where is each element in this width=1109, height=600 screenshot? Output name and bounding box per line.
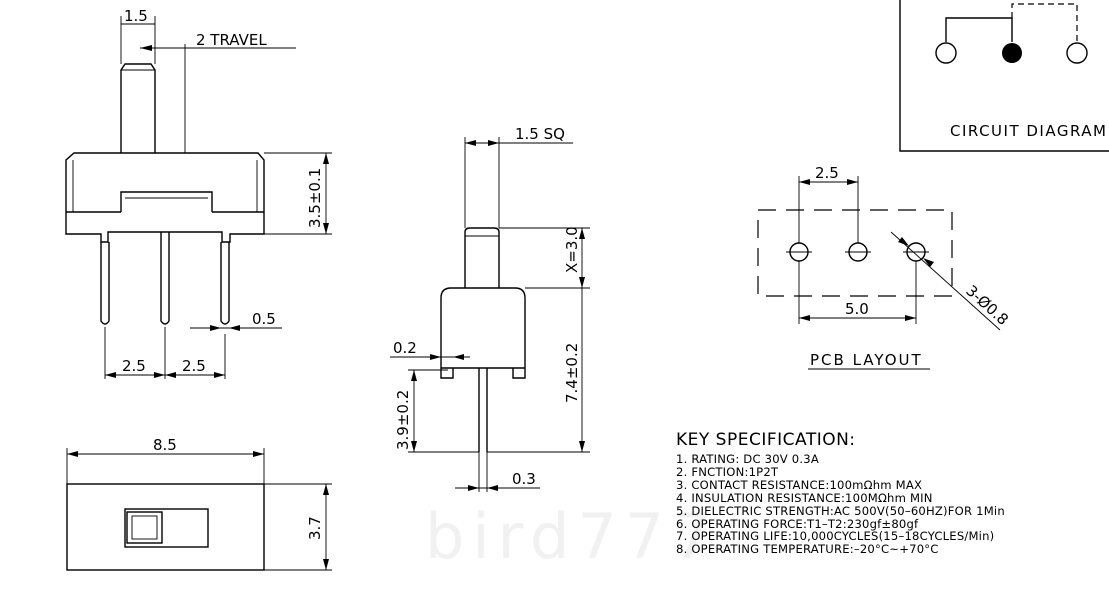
circuit-diagram: CIRCUIT DIAGRAM [899, 0, 1109, 152]
dim-pin-width: 0.3 [512, 470, 536, 488]
spec-item: 6. OPERATING FORCE:T1–T2:230gf±80gf [676, 516, 919, 531]
dim-top-width: 8.5 [153, 436, 177, 454]
dim-pin-thickness: 0.5 [252, 310, 276, 328]
dim-pin-length: 3.9±0.2 [394, 390, 412, 450]
circuit-common-terminal [1002, 43, 1022, 63]
pcb-title: PCB LAYOUT [810, 351, 923, 369]
dim-pcb-span: 5.0 [845, 300, 869, 318]
front-view: 1.5 2 TRAVEL 3.5±0.1 0.5 2.5 2.5 [65, 7, 332, 379]
dim-front-height: 3.5±0.1 [306, 168, 324, 228]
spec-item: 8. OPERATING TEMPERATURE:–20°C~+70°C [676, 542, 939, 557]
dim-offset: 0.2 [393, 339, 417, 357]
spec-item: 2. FNCTION:1P2T [676, 464, 779, 479]
dim-front-pitch: 1.5 [124, 7, 148, 25]
spec-title: KEY SPECIFICATION: [676, 430, 856, 450]
dim-actuator-square: 1.5 SQ [515, 125, 565, 143]
spec-item: 7. OPERATING LIFE:10,000CYCLES(15–18CYCL… [676, 529, 995, 544]
dim-pin-spacing-left: 2.5 [122, 357, 146, 375]
dim-body-height: 7.4±0.2 [563, 343, 581, 403]
circuit-title: CIRCUIT DIAGRAM [950, 122, 1108, 140]
dim-pcb-pitch: 2.5 [815, 164, 839, 182]
spec-item: 3. CONTACT RESISTANCE:100mΩhm MAX [676, 477, 923, 492]
side-view: 1.5 SQ X=3.0 7.4±0.2 0.2 3.9±0.2 0.3 [390, 125, 590, 492]
top-view: 8.5 3.7 [66, 436, 332, 571]
dim-pin-spacing-right: 2.5 [182, 357, 206, 375]
dim-actuator-height: X=3.0 [563, 226, 581, 273]
key-specification: KEY SPECIFICATION: 1. RATING: DC 30V 0.3… [676, 430, 1106, 556]
spec-item: 5. DIELECTRIC STRENGTH:AC 500V(50–60HZ)F… [676, 503, 1005, 518]
dim-travel: 2 TRAVEL [196, 31, 267, 49]
spec-item: 4. INSULATION RESISTANCE:100MΩhm MIN [676, 490, 933, 505]
spec-item: 1. RATING: DC 30V 0.3A [676, 452, 819, 466]
pcb-layout: 2.5 5.0 3-Ø0.8 PCB LAYOUT [757, 164, 1012, 370]
pcb-hole-label: 3-Ø0.8 [962, 282, 1012, 329]
dim-top-depth: 3.7 [306, 516, 324, 540]
